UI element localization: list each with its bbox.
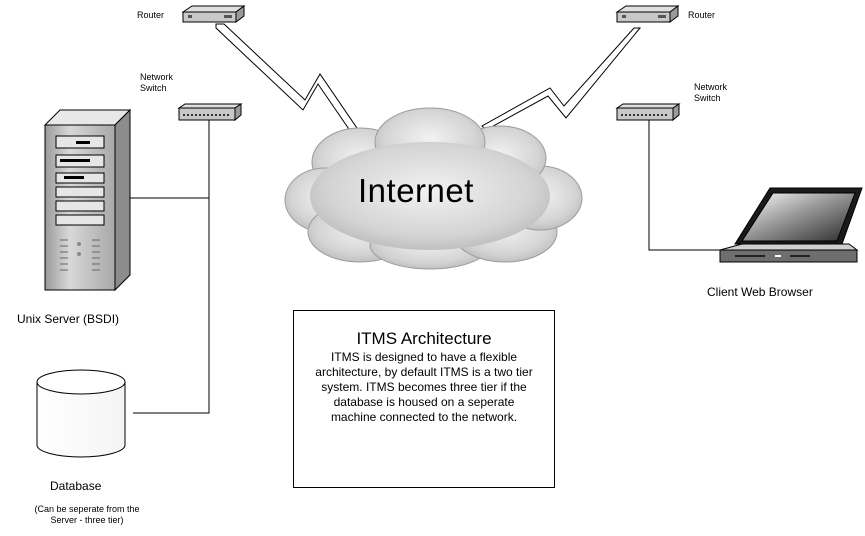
database-to-switch-line <box>133 198 210 414</box>
server-tower-icon <box>43 108 132 292</box>
database-icon <box>36 369 126 458</box>
connection-lines <box>130 120 742 414</box>
internet-label: Internet <box>358 172 474 209</box>
switch-right-label: Network Switch <box>694 82 728 103</box>
router-left-icon <box>181 5 246 23</box>
database-note-label: (Can be seperate from the Server - three… <box>34 504 140 525</box>
router-left-label: Router <box>137 10 165 20</box>
server-to-switch-line <box>130 120 210 199</box>
switch-right-icon <box>615 103 681 122</box>
switch-left-label: Network Switch <box>140 72 174 93</box>
laptop-icon <box>719 187 863 263</box>
unix-server-label: Unix Server (BSDI) <box>17 312 120 326</box>
switch-left-icon <box>177 103 243 122</box>
router-right-icon <box>615 5 680 23</box>
wan-link-right <box>481 27 642 131</box>
client-to-switch-line <box>648 120 742 251</box>
router-right-label: Router <box>688 10 716 20</box>
client-web-browser-label: Client Web Browser <box>707 285 813 299</box>
architecture-description-box: ITMS Architecture ITMS is designed to ha… <box>293 310 555 488</box>
database-label: Database <box>50 479 102 493</box>
architecture-description: ITMS is designed to have a flexible arch… <box>315 350 533 424</box>
architecture-title: ITMS Architecture <box>356 329 492 348</box>
internet-cloud <box>284 107 583 270</box>
